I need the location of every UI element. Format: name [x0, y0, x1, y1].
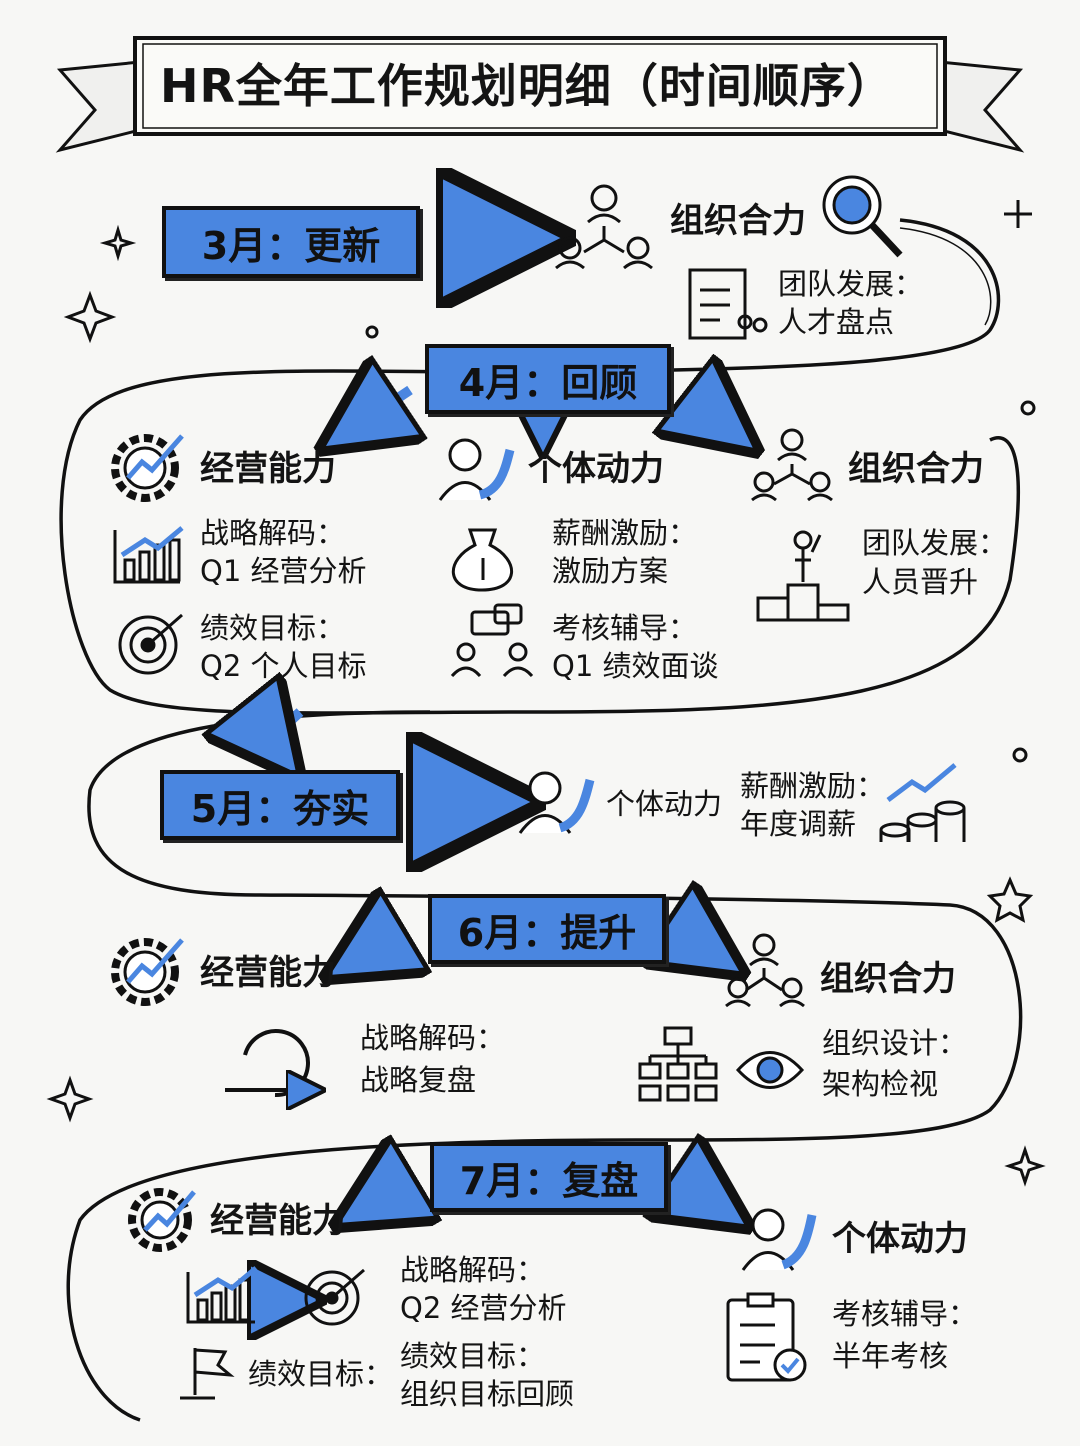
- month-label-march: 3月：更新: [201, 223, 381, 268]
- coach-body-july: 半年考核: [832, 1339, 949, 1373]
- strategy-body-june: 战略复盘: [360, 1063, 477, 1097]
- flag-icon: [180, 1348, 235, 1400]
- perf-head-april: 绩效目标：: [200, 611, 346, 645]
- category-ind-april: 个体动力: [528, 449, 664, 489]
- month-box-july: 7月：复盘: [430, 1142, 668, 1212]
- team-head-april: 团队发展：: [862, 526, 1008, 560]
- category-org-march: 组织合力: [670, 201, 806, 241]
- design-body-june: 架构检视: [822, 1067, 939, 1101]
- target-icon: [118, 613, 183, 675]
- checklist-team-icon: [688, 268, 768, 340]
- category-ind-may: 个体动力: [606, 787, 723, 821]
- pay-body-may: 年度调薪: [740, 807, 857, 841]
- team-body-april: 人员晋升: [862, 565, 979, 599]
- perf-body-july: 组织目标回顾: [400, 1377, 575, 1411]
- item-head-march: 团队发展：: [778, 267, 924, 301]
- money-bag-icon: [451, 528, 514, 592]
- category-org-april: 组织合力: [848, 449, 984, 489]
- person-growth-icon: [438, 438, 515, 501]
- category-biz-july: 经营能力: [210, 1201, 346, 1241]
- strategy-head-april: 战略解码：: [200, 516, 346, 550]
- perf-label-july: 绩效目标：: [248, 1357, 394, 1391]
- flow-arrows: [268, 238, 730, 1300]
- person-growth-icon: [518, 771, 595, 834]
- coach-body-april: Q1 绩效面谈: [552, 649, 719, 683]
- category-biz-april: 经营能力: [200, 449, 336, 489]
- cycle-arrow-icon: [225, 1029, 310, 1095]
- gear-growth-icon: [111, 434, 184, 502]
- clipboard-check-icon: [726, 1292, 807, 1382]
- perf-head-july: 绩效目标：: [400, 1339, 546, 1373]
- chat-people-icon: [450, 603, 534, 678]
- gear-growth-icon: [128, 1188, 196, 1252]
- month-box-june: 6月：提升: [428, 894, 666, 964]
- team-network-icon: [555, 184, 653, 270]
- month-label-july: 7月：复盘: [459, 1158, 639, 1203]
- title-banner: [55, 36, 1025, 153]
- item-body-march: 人才盘点: [778, 305, 895, 339]
- strategy-head-july: 战略解码：: [400, 1253, 546, 1287]
- bar-chart-growth-icon: [186, 1266, 258, 1324]
- timeline-path: [59, 218, 1021, 715]
- podium-icon: [756, 530, 850, 622]
- page-title: HR全年工作规划明细（时间顺序）: [160, 59, 894, 113]
- bar-chart-growth-icon: [113, 526, 184, 584]
- strategy-head-june: 战略解码：: [360, 1021, 506, 1055]
- team-network-icon: [751, 428, 833, 502]
- org-chart-icon: [638, 1026, 718, 1102]
- category-ind-july: 个体动力: [832, 1219, 968, 1259]
- month-label-may: 5月：夯实: [190, 786, 370, 831]
- pay-body-april: 激励方案: [552, 554, 669, 588]
- team-network-icon: [725, 933, 805, 1008]
- person-growth-icon: [741, 1208, 817, 1271]
- coach-head-april: 考核辅导：: [552, 611, 698, 645]
- coins-growth-icon: [879, 763, 966, 842]
- month-box-april: 4月：回顾: [425, 344, 671, 414]
- pay-head-may: 薪酬激励：: [740, 769, 886, 803]
- coach-head-july: 考核辅导：: [832, 1297, 978, 1331]
- month-label-june: 6月：提升: [457, 910, 637, 955]
- month-box-may: 5月：夯实: [160, 770, 400, 840]
- category-biz-june: 经营能力: [200, 953, 336, 993]
- target-icon: [304, 1268, 365, 1326]
- strategy-body-april: Q1 经营分析: [200, 554, 367, 588]
- design-head-june: 组织设计：: [822, 1026, 968, 1060]
- eye-icon: [735, 1051, 805, 1089]
- brain-search-icon: [822, 175, 903, 258]
- month-box-march: 3月：更新: [162, 206, 420, 278]
- category-org-june: 组织合力: [820, 959, 956, 999]
- sparkle-decorations: [46, 200, 1046, 1187]
- pay-head-april: 薪酬激励：: [552, 516, 698, 550]
- perf-body-april: Q2 个人目标: [200, 649, 367, 683]
- gear-growth-icon: [111, 938, 184, 1006]
- month-label-april: 4月：回顾: [458, 360, 638, 405]
- strategy-body-july: Q2 经营分析: [400, 1291, 567, 1325]
